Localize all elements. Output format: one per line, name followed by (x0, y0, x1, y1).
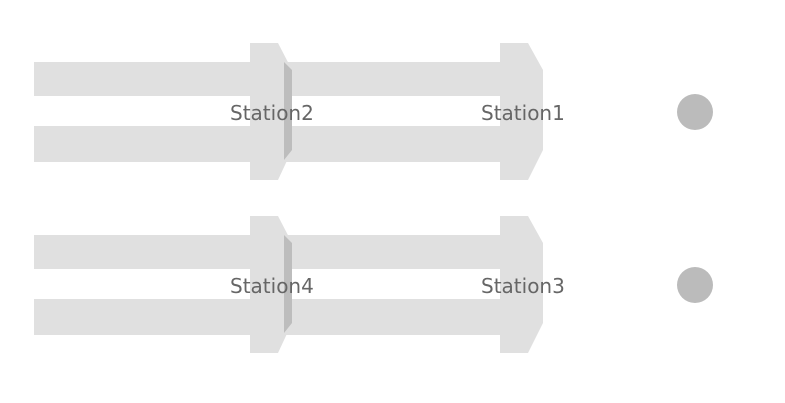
station-2-label: Station2 (230, 101, 314, 125)
status-dot-icon (677, 267, 713, 303)
station-row-1: Station2 Station1 (34, 43, 713, 180)
station-4-shape[interactable] (34, 216, 292, 353)
station-1-label: Station1 (481, 101, 565, 125)
station-row-2: Station4 Station3 (34, 216, 713, 353)
station-3-label: Station3 (481, 274, 565, 298)
station-joint-seam (284, 235, 292, 333)
station-1-shape[interactable] (284, 43, 543, 180)
station-joint-seam (284, 62, 292, 160)
station-2-shape[interactable] (34, 43, 292, 180)
station-3-shape[interactable] (284, 216, 543, 353)
status-dot-icon (677, 94, 713, 130)
station-4-label: Station4 (230, 274, 314, 298)
